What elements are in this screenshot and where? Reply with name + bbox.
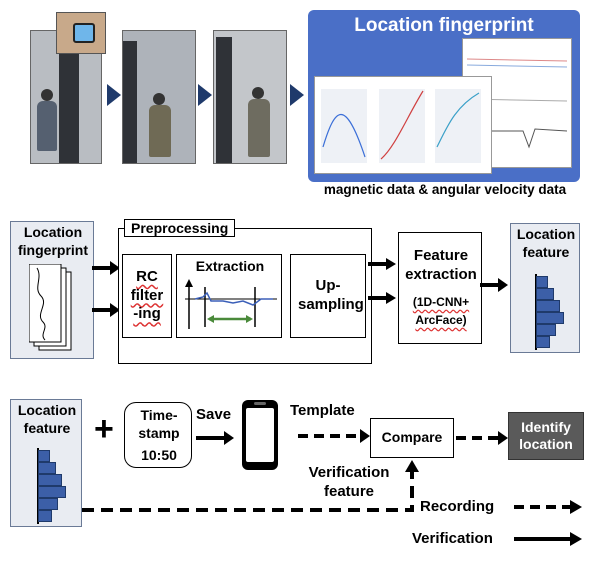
watch-icon bbox=[73, 23, 95, 43]
identify-location-box: Identify location bbox=[508, 412, 584, 460]
location-fingerprint-panel: Location fingerprint bbox=[308, 10, 580, 182]
to-output-arrow bbox=[480, 278, 508, 292]
plus-symbol: + bbox=[94, 410, 114, 448]
arrow-right-icon bbox=[198, 84, 212, 106]
location-feature-box: Location feature bbox=[10, 399, 82, 527]
panel-title: Location fingerprint bbox=[354, 15, 534, 36]
timestamp-value: 10:50 bbox=[141, 447, 177, 463]
identify-label: Identify location bbox=[519, 418, 573, 453]
legend-verification-label: Verification bbox=[412, 530, 493, 547]
rc-filter-step: RC filter -ing bbox=[122, 254, 172, 338]
feature-extraction-label: Feature extraction bbox=[405, 247, 477, 283]
legend-solid-arrow bbox=[514, 532, 582, 546]
smartphone-icon bbox=[242, 400, 278, 470]
smartwatch-inset bbox=[56, 12, 106, 54]
rc-filter-label: RC filter -ing bbox=[130, 267, 164, 323]
legend-dashed-arrow bbox=[514, 500, 582, 514]
arrow-right-icon bbox=[107, 84, 121, 106]
output-label: Location feature bbox=[516, 226, 576, 260]
input-label: Location fingerprint bbox=[18, 224, 88, 258]
save-label: Save bbox=[196, 406, 232, 423]
feature-bar-chart bbox=[535, 274, 575, 350]
input-arrows bbox=[92, 261, 120, 317]
location-feature-label: Location feature bbox=[17, 402, 77, 436]
verification-dashed-path bbox=[82, 460, 419, 512]
to-feature-arrows bbox=[368, 258, 396, 304]
model-label: (1D-CNN+ ArcFace) bbox=[412, 295, 470, 327]
extraction-step: Extraction bbox=[176, 254, 282, 338]
panel-caption: magnetic data & angular velocity data bbox=[323, 182, 567, 197]
timestamp-label: Time- stamp bbox=[138, 407, 180, 441]
feature-bar-chart-small bbox=[37, 448, 77, 524]
photo-walking-through-door bbox=[122, 30, 196, 164]
verification-feature-label: Verification feature bbox=[308, 464, 390, 500]
feature-extraction-box: Feature extraction (1D-CNN+ ArcFace) bbox=[398, 232, 482, 344]
plot-front bbox=[314, 76, 492, 174]
plot-front-curves bbox=[321, 89, 481, 163]
extraction-label: Extraction bbox=[195, 258, 265, 274]
preprocessing-title: Preprocessing bbox=[124, 219, 236, 237]
arrow-right-icon bbox=[290, 84, 304, 106]
upsampling-step: Up- sampling bbox=[290, 254, 366, 338]
stacked-pages-icon bbox=[29, 264, 72, 351]
photo-through-doorway bbox=[213, 30, 287, 164]
save-arrow bbox=[196, 431, 234, 445]
compare-label: Compare bbox=[381, 429, 443, 446]
timestamp-box: Time- stamp 10:50 bbox=[124, 402, 192, 468]
extraction-signal-plot bbox=[185, 279, 277, 329]
template-label: Template bbox=[290, 402, 355, 419]
input-fingerprint-box: Location fingerprint bbox=[10, 221, 94, 359]
output-feature-box: Location feature bbox=[510, 223, 580, 353]
upsampling-label: Up- sampling bbox=[298, 277, 364, 313]
compare-box: Compare bbox=[370, 418, 454, 458]
template-dashed-arrow bbox=[298, 429, 370, 443]
legend-recording-label: Recording bbox=[420, 498, 495, 515]
identify-dashed-arrow bbox=[456, 431, 508, 445]
